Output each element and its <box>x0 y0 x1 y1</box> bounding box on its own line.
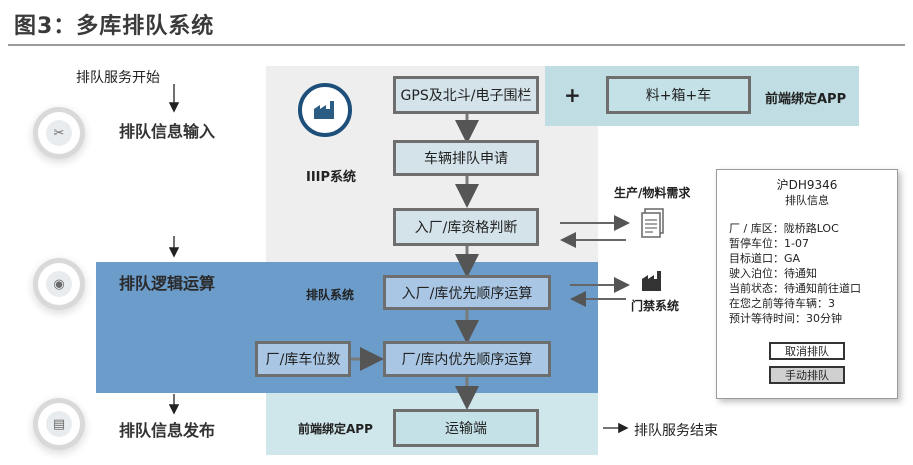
cancel-queue-button[interactable]: 取消排队 <box>769 342 845 360</box>
panel-line: 目标道口：GA <box>729 252 801 265</box>
plate-number: 沪DH9346 <box>776 178 838 192</box>
gps-box: GPS及北斗/电子围栏 <box>393 76 539 114</box>
panel-line: 厂 / 库区：陇桥路LOC <box>729 222 839 235</box>
queue-system-label: 排队系统 <box>306 288 355 302</box>
transport-box: 运输端 <box>393 409 539 447</box>
panel-line: 驶入泊位：待通知 <box>729 267 817 280</box>
panel-line: 预计等待时间：30分钟 <box>729 312 842 325</box>
queue-info-panel: 沪DH9346 排队信息 厂 / 库区：陇桥路LOC 暂停车位：1-07 目标道… <box>716 169 898 399</box>
panel-subtitle: 排队信息 <box>785 194 829 207</box>
gate-label: 门禁系统 <box>631 299 680 313</box>
gate-factory-icon <box>641 270 665 292</box>
production-label: 生产/物料需求 <box>614 186 691 200</box>
start-label: 排队服务开始 <box>76 70 160 86</box>
stage-input-label: 排队信息输入 <box>119 122 216 141</box>
apply-box: 车辆排队申请 <box>393 140 539 176</box>
title-divider <box>8 44 905 46</box>
material-box: 料+箱+车 <box>606 76 751 114</box>
app-label-top: 前端绑定APP <box>765 92 847 107</box>
input-stage-circle: ✂ <box>38 112 80 154</box>
stage-publish-label: 排队信息发布 <box>119 421 216 440</box>
publish-stage-circle: ▤ <box>38 403 80 445</box>
panel-line: 暂停车位：1-07 <box>729 237 809 250</box>
panel-line: 当前状态：待通知前往道口 <box>729 282 861 295</box>
plus-sign: + <box>564 83 581 107</box>
priority-box: 入厂/库优先顺序运算 <box>383 275 551 310</box>
app-label-bottom: 前端绑定APP <box>298 422 373 436</box>
document-stack-icon <box>639 208 665 242</box>
wrench-icon: ✂ <box>46 120 72 146</box>
panel-line: 在您之前等待车辆：3 <box>729 297 835 310</box>
inner-priority-box: 厂/库内优先顺序运算 <box>383 341 551 377</box>
factory-icon <box>298 83 352 137</box>
document-icon: ▤ <box>46 411 72 437</box>
iiip-label: IIIP系统 <box>306 170 357 185</box>
stage-logic-label: 排队逻辑运算 <box>119 274 216 293</box>
logic-stage-circle: ◉ <box>38 263 80 305</box>
end-label: 排队服务结束 <box>634 423 718 439</box>
slots-box: 厂/库车位数 <box>255 341 351 377</box>
brain-icon: ◉ <box>46 271 72 297</box>
figure-title: 图3：多库排队系统 <box>14 14 215 39</box>
manual-queue-button[interactable]: 手动排队 <box>769 366 845 384</box>
qualify-box: 入厂/库资格判断 <box>393 208 539 246</box>
